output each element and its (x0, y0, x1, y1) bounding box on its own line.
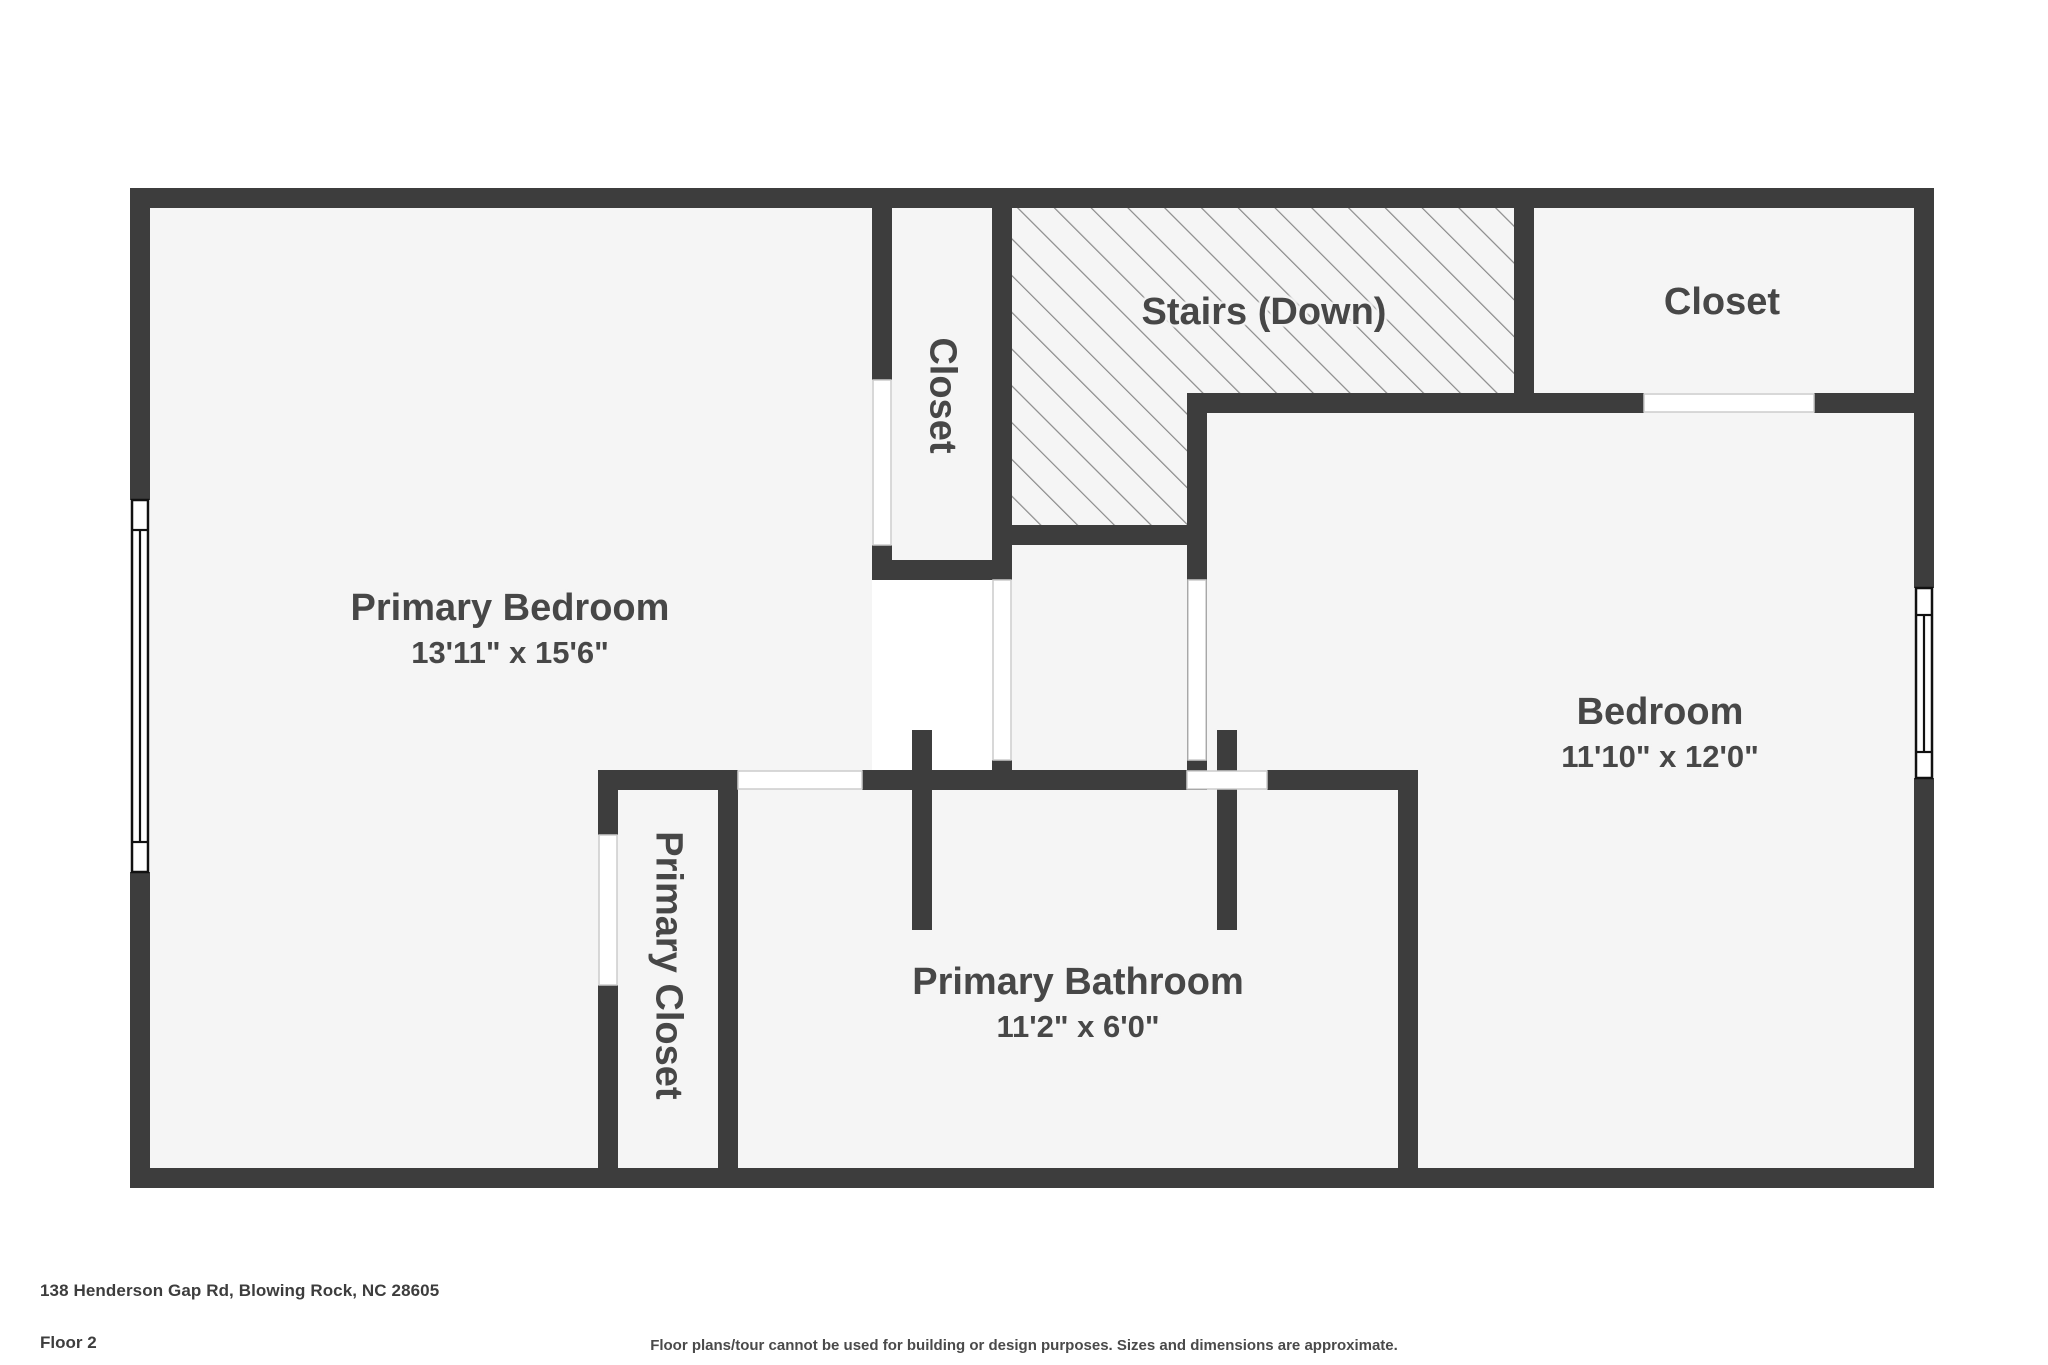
primary-closet-name: Primary Closet (647, 830, 690, 1100)
wall-exterior-right-upper (1914, 188, 1934, 588)
door-closet-top (872, 379, 892, 546)
window-right (1914, 586, 1934, 780)
wall-jamb-hall-down-left (912, 730, 932, 775)
wall-closet-right-bottom-b (1814, 393, 1934, 413)
wall-primary-closet-left-b (598, 985, 618, 1168)
door-primary-closet (598, 834, 618, 986)
wall-exterior-top (130, 188, 1934, 208)
fill-closet-top (892, 208, 992, 560)
wall-exterior-left-upper (130, 188, 150, 500)
wall-closet-top-left-a (872, 208, 892, 380)
closet-top-label: Closet (884, 337, 1000, 453)
wall-primary-closet-right (718, 770, 738, 1168)
wall-closet-top-right (992, 208, 1012, 560)
window-left (130, 498, 150, 874)
wall-stairs-right (1514, 188, 1534, 393)
fill-primary-bathroom (738, 790, 1418, 1168)
wall-jamb-hall-down-right (1217, 730, 1237, 775)
wall-exterior-left-lower (130, 872, 150, 1188)
door-closet-right (1643, 393, 1815, 413)
door-bathroom-east (1186, 770, 1268, 790)
door-bathroom-west (737, 770, 863, 790)
wall-stairs-bottom-right (1187, 393, 1534, 413)
wall-bathroom-top-a (862, 770, 1187, 790)
footer-disclaimer: Floor plans/tour cannot be used for buil… (650, 1337, 1398, 1354)
wall-jamb-bathroom-left (912, 770, 932, 930)
wall-exterior-right-lower (1914, 778, 1934, 1188)
closet-top-name: Closet (921, 336, 964, 454)
stairs-hatch-region (1012, 208, 1514, 525)
wall-primary-closet-top (598, 770, 738, 790)
wall-bathroom-right (1398, 770, 1418, 1168)
door-hall-right (1187, 579, 1207, 761)
fill-primary-closet (618, 790, 718, 1168)
windows (130, 498, 1934, 874)
wall-exterior-bottom (130, 1168, 1934, 1188)
wall-hall-left-a (992, 545, 1012, 580)
fill-closet-right (1530, 208, 1914, 393)
wall-jamb-bathroom-right (1217, 770, 1237, 930)
wall-closet-top-bottom (872, 560, 1012, 580)
walls (130, 188, 1934, 1188)
wall-closet-right-bottom-a (1514, 393, 1644, 413)
room-label-primary-closet: Primary Closet (618, 770, 718, 1160)
footer-floor-label: Floor 2 (40, 1333, 97, 1352)
room-label-closet-top: Closet (892, 230, 992, 560)
wall-bathroom-top-b (1267, 770, 1418, 790)
door-hall-left (992, 579, 1012, 761)
fill-hall (1012, 525, 1187, 780)
door-openings (598, 379, 1815, 986)
wall-stairs-bottom-left (992, 525, 1187, 545)
footer-address: 138 Henderson Gap Rd, Blowing Rock, NC 2… (40, 1281, 440, 1300)
